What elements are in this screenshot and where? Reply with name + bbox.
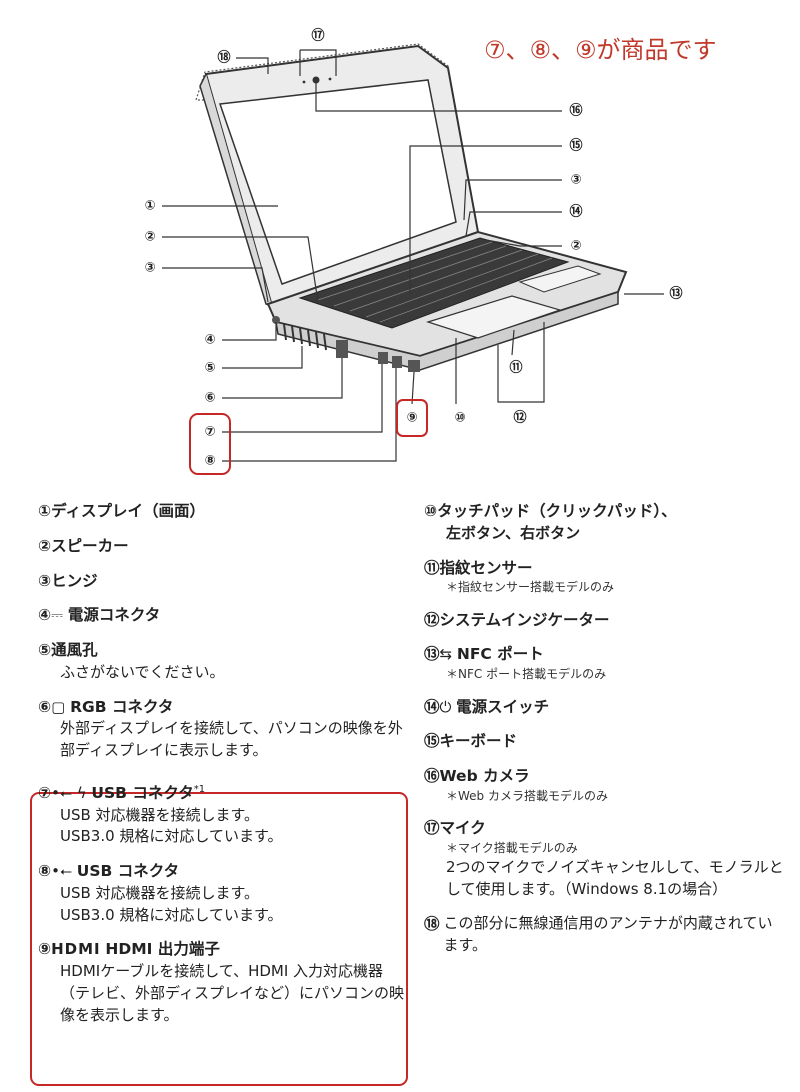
callout-18: ⑱: [217, 50, 230, 66]
callout-13: ⑬: [669, 286, 682, 302]
legend-item-16: ⑯Web カメラ ＊Web カメラ搭載モデルのみ: [424, 767, 608, 803]
callout-17: ⑰: [311, 28, 324, 44]
hdmi-port: [408, 360, 420, 372]
legend-item-11: ⑪指紋センサー ＊指紋センサー搭載モデルのみ: [424, 558, 615, 595]
left-legend: ①ディスプレイ（画面） ②スピーカー ③ヒンジ ④⎓ 電源コネクタ ⑤通風孔 ふ…: [38, 500, 410, 1038]
callout-12: ⑫: [513, 410, 526, 426]
callout-7: ⑦: [204, 425, 215, 440]
callout-15: ⑮: [569, 138, 582, 154]
callout-2: ②: [144, 230, 155, 245]
legend-item-8: ⑧•⭠ USB コネクタ USB 対応機器を接続します。 USB3.0 規格に対…: [38, 862, 283, 924]
usb-charge-icon: •⭠ ϟ: [51, 783, 87, 802]
highlight-9: [396, 399, 428, 437]
callout-3: ③: [144, 261, 155, 276]
callout-2b: ②: [570, 239, 581, 254]
dc-power-icon: ⎓: [51, 606, 64, 625]
highlight-7-8: [189, 413, 231, 475]
product-banner: ⑦、⑧、⑨が商品です: [484, 36, 717, 64]
callout-14: ⑭: [569, 204, 582, 220]
legend-item-7: ⑦•⭠ ϟ USB コネクタ*1 USB 対応機器を接続します。 USB3.0 …: [38, 783, 283, 846]
hdmi-icon: HDMI: [51, 940, 101, 959]
legend-item-9: ⑨HDMI HDMI 出力端子 HDMIケーブルを接続して、HDMI 入力対応機…: [38, 940, 404, 1024]
nfc-icon: ⇆: [439, 645, 453, 664]
callout-6: ⑥: [204, 391, 215, 406]
laptop-screen: [218, 79, 457, 285]
usb-port-2: [392, 356, 402, 368]
legend-item-1: ①ディスプレイ（画面）: [38, 502, 206, 520]
legend-item-4: ④⎓ 電源コネクタ: [38, 606, 161, 625]
callout-5: ⑤: [204, 361, 215, 376]
callout-3b: ③: [570, 173, 581, 188]
legend-item-15: ⑮キーボード: [424, 732, 518, 751]
usb-icon: •⭠: [51, 862, 72, 880]
right-legend: ⑩タッチパッド（クリックパッド）、 左ボタン、右ボタン ⑪指紋センサー ＊指紋セ…: [424, 500, 786, 968]
callout-10: ⑩: [454, 411, 465, 426]
legend-item-3: ③ヒンジ: [38, 571, 98, 590]
rgb-port: [336, 340, 348, 358]
laptop-diagram: ① ② ③ ④ ⑤ ⑥ ⑦ ⑧ ⑨ ⑩ ⑪ ⑫ ⑬ ⑭ ② ③ ⑮ ⑯ ⑰ ⑱: [144, 28, 683, 475]
webcam-dot: [312, 76, 320, 84]
highlight-product-items: [30, 792, 408, 1086]
legend-item-6: ⑥▢ RGB コネクタ 外部ディスプレイを接続して、パソコンの映像を外部ディスプ…: [38, 697, 403, 760]
power-icon: ⏻: [439, 697, 452, 716]
legend-item-5: ⑤通風孔 ふさがないでください。: [38, 641, 225, 681]
usb-port-1: [378, 352, 388, 364]
power-connector: [272, 316, 280, 324]
callout-9: ⑨: [406, 411, 417, 426]
legend-item-2: ②スピーカー: [38, 536, 129, 555]
legend-item-17: ⑰マイク ＊マイク搭載モデルのみ 2つのマイクでノイズキャンセルして、モノラルと…: [424, 819, 784, 899]
callout-16: ⑯: [569, 103, 582, 119]
legend-item-14: ⑭⏻ 電源スイッチ: [424, 697, 550, 716]
touchpad: [426, 295, 562, 339]
antenna-region: [195, 43, 450, 101]
legend-item-12: ⑫システムインジケーター: [424, 610, 610, 629]
legend-item-13: ⑬⇆ NFC ポート ＊NFC ポート搭載モデルのみ: [424, 645, 607, 682]
keyboard: [298, 237, 570, 329]
legend-item-10: ⑩タッチパッド（クリックパッド）、 左ボタン、右ボタン: [424, 502, 677, 542]
callout-11: ⑪: [509, 360, 522, 376]
callout-8: ⑧: [204, 454, 215, 469]
callout-4: ④: [204, 333, 215, 348]
callout-1: ①: [144, 199, 155, 214]
rgb-icon: ▢: [51, 697, 66, 716]
